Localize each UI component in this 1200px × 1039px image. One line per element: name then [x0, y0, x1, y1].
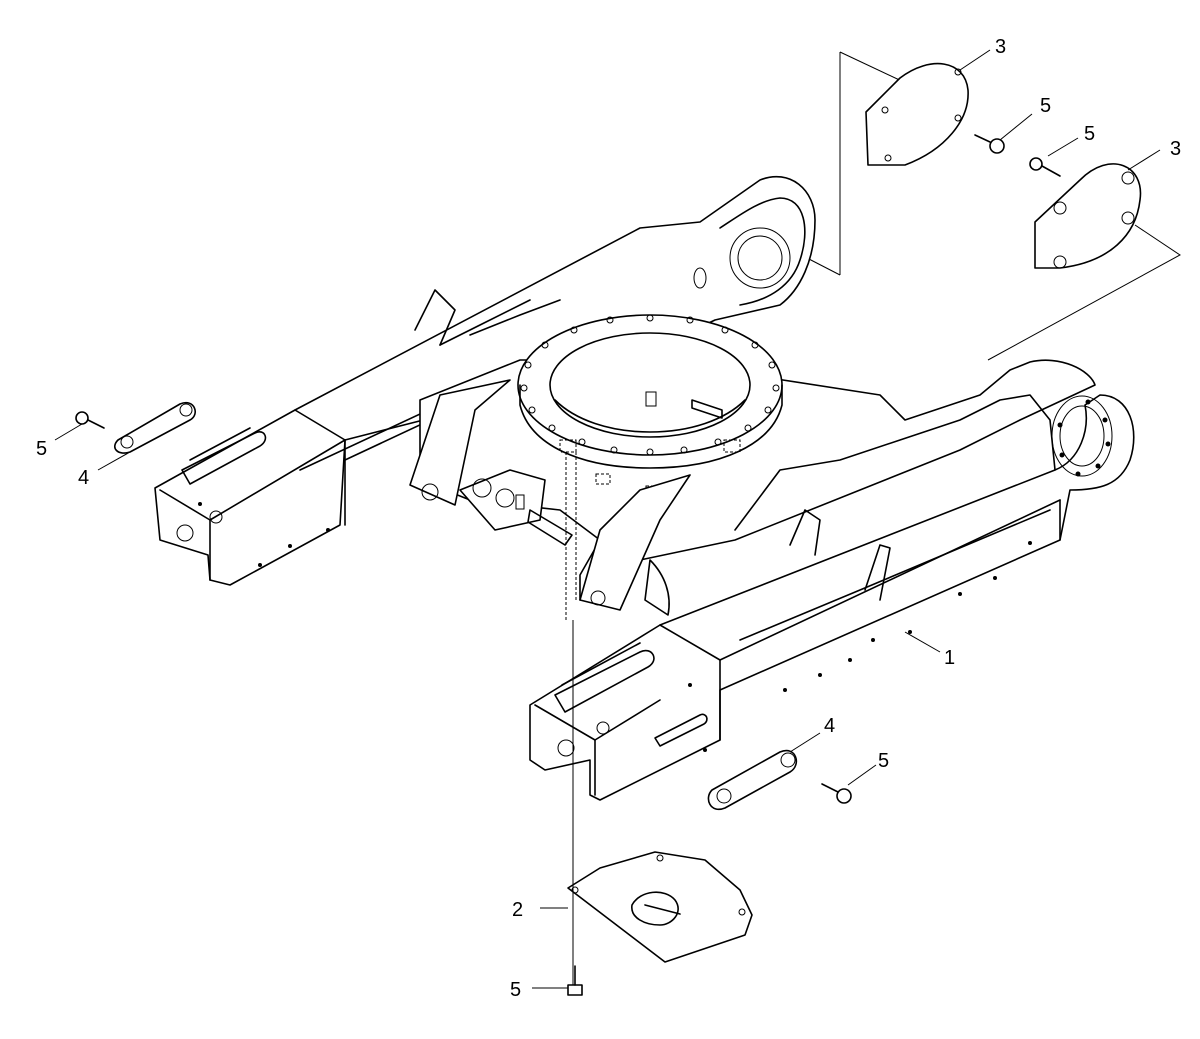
frame-holes — [198, 502, 1032, 752]
bolt-top-2 — [1029, 157, 1061, 177]
callout-5-bottom: 5 — [510, 979, 521, 1001]
callout-5-top-2: 5 — [1084, 123, 1095, 145]
callout-3-upper: 3 — [995, 36, 1006, 58]
callout-5-left: 5 — [36, 438, 47, 460]
cover-plate-upper — [865, 62, 969, 166]
ring-bolt-holes — [520, 314, 780, 456]
callout-3-right: 3 — [1170, 138, 1181, 160]
cover-plate-right — [987, 163, 1181, 361]
bolt-top-1 — [974, 134, 1005, 154]
under-cover-plate — [567, 851, 753, 963]
hub-bolt-holes — [1057, 399, 1111, 477]
callout-4-left: 4 — [78, 467, 89, 489]
callout-1: 1 — [944, 647, 955, 669]
link-right — [707, 749, 798, 811]
track-frame — [154, 175, 1135, 801]
leader-lines — [54, 49, 1161, 989]
link-left — [114, 401, 196, 454]
bolt-right — [821, 783, 852, 804]
bolt-bottom — [567, 965, 583, 996]
callout-5-top-1: 5 — [1040, 95, 1051, 117]
callout-2: 2 — [512, 899, 523, 921]
callout-5-right: 5 — [878, 750, 889, 772]
callout-4-right: 4 — [824, 715, 835, 737]
